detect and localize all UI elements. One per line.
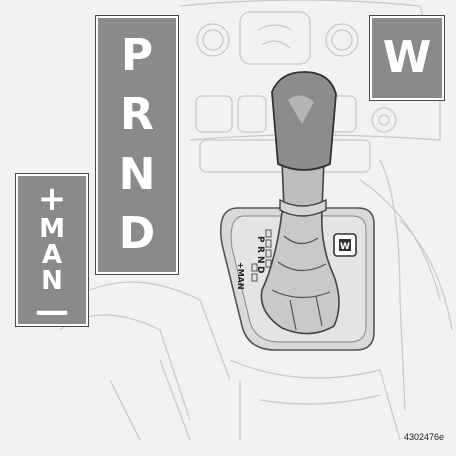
gate-man-label: +MAN (236, 262, 245, 290)
gate-letter-r: R (255, 246, 265, 253)
winter-button-letter: W (340, 242, 350, 252)
gear-reverse-label: R (120, 93, 154, 137)
gear-drive-label: D (119, 212, 156, 256)
manual-mode-panel: + M A N — (16, 174, 88, 326)
winter-mode-label: W (383, 36, 432, 80)
manual-a-label: A (42, 242, 62, 268)
gear-neutral-label: N (119, 153, 156, 197)
winter-mode-panel: W (370, 16, 444, 100)
gate-letter-p: P (255, 236, 265, 243)
shifter-knob[interactable] (272, 72, 336, 170)
gear-positions-panel: P R N D (96, 16, 178, 274)
gate-letter-n: N (255, 256, 265, 264)
manual-plus-label: + (38, 182, 67, 216)
manual-minus-label: — (35, 294, 69, 328)
manual-m-label: M (39, 216, 65, 242)
figure-reference-code: 4302476e (404, 432, 444, 442)
gate-letter-d: D (255, 266, 265, 273)
gear-park-label: P (121, 34, 153, 78)
